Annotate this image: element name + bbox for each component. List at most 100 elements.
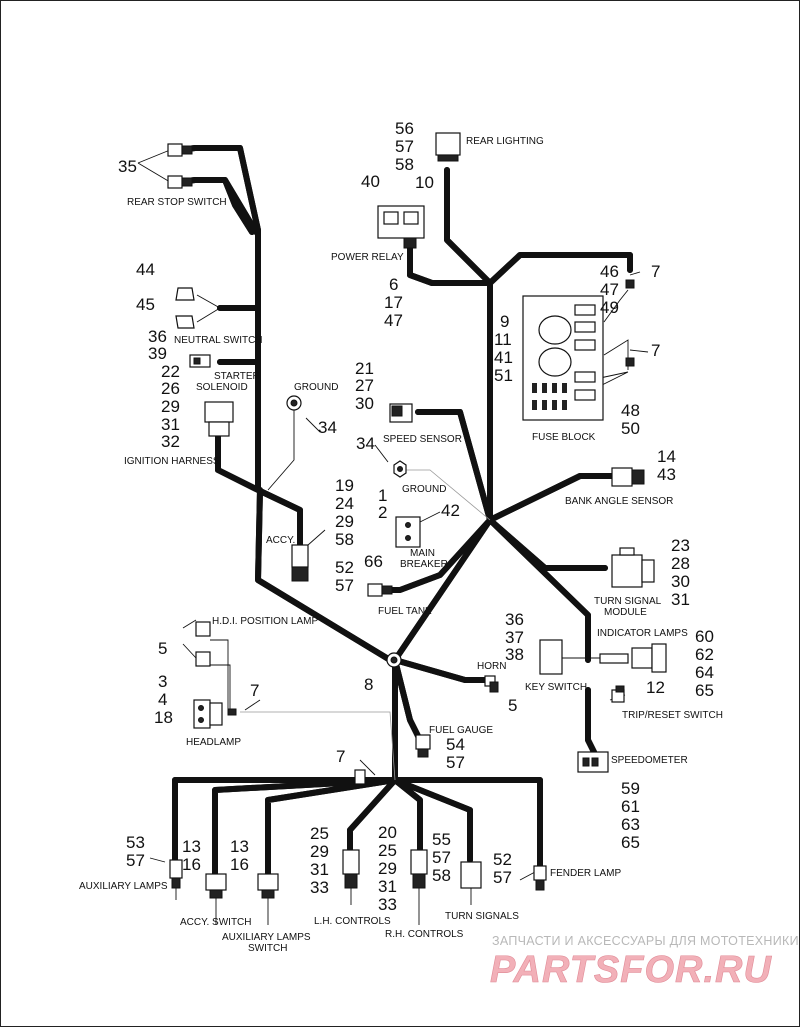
callout-rh-controls-2: 29 <box>378 859 397 878</box>
label-headlamp: HEADLAMP <box>186 737 241 748</box>
label-auxiliary-lamps: AUXILIARY LAMPS <box>79 881 168 892</box>
label-accy-switch: ACCY. SWITCH <box>180 917 252 928</box>
headlamp-connector <box>193 699 223 729</box>
callout-fuse-block-left-2: 41 <box>494 348 513 367</box>
callout-hdi-position-lamp-0: 5 <box>158 639 167 658</box>
callout-fuse-block-left-1: 11 <box>494 330 512 349</box>
callout-power-relay-bottom-1: 17 <box>384 293 403 312</box>
callout-fuel-tank-1: 57 <box>335 576 354 595</box>
lower-clip <box>354 769 366 785</box>
bank-angle-sensor-connector <box>611 467 645 487</box>
label-speedometer: SPEEDOMETER <box>611 755 688 766</box>
turn-signal-module <box>611 547 655 588</box>
callout-turn-signals-1: 57 <box>432 848 451 867</box>
label-fuel-gauge: FUEL GAUGE <box>429 725 493 736</box>
callout-trip-reset-switch-0: 12 <box>646 678 665 697</box>
callout-rear-lighting-2: 58 <box>395 155 414 174</box>
callout-turn-signals-0: 55 <box>432 830 451 849</box>
callout-fender-lamp-0: 52 <box>493 850 512 869</box>
callout-ignition-harness-4: 32 <box>161 432 180 451</box>
callout-accy-1: 24 <box>335 494 354 513</box>
callout-fuse-block-clip-top-0: 7 <box>651 262 660 281</box>
starter-solenoid-connector <box>189 354 211 368</box>
callout-lh-controls-0: 25 <box>310 824 329 843</box>
callout-ignition-harness-0: 22 <box>161 362 180 381</box>
callout-speedometer-1: 61 <box>621 797 640 816</box>
callout-rear-lighting-0: 56 <box>395 119 414 138</box>
turn-signals-connector <box>460 861 482 889</box>
callout-rh-controls-0: 20 <box>378 823 397 842</box>
callout-fuse-block-left-0: 9 <box>500 312 509 331</box>
callout-lh-controls-3: 33 <box>310 878 329 897</box>
callout-fuel-tank-0: 52 <box>335 558 354 577</box>
label-solenoid: SOLENOID <box>196 382 248 393</box>
callout-speedometer-3: 65 <box>621 833 640 852</box>
callout-auxiliary-lamps-0: 53 <box>126 833 145 852</box>
label-lh-controls: L.H. CONTROLS <box>314 916 391 927</box>
callout-headlamp-clip-0: 7 <box>250 681 259 700</box>
callout-key-switch-2: 38 <box>505 645 524 664</box>
watermark-line1: ЗАПЧАСТИ И АКСЕССУАРЫ ДЛЯ МОТОТЕХНИКИ <box>492 934 799 948</box>
callout-ignition-harness-3: 31 <box>161 415 180 434</box>
label-ignition-harness: IGNITION HARNESS <box>124 456 220 467</box>
callout-junction-0: 8 <box>364 675 373 694</box>
hdi-position-lamp-connectors <box>195 621 211 667</box>
indicator-lamps-connector <box>599 643 667 673</box>
callout-fuse-block-bottom-1: 50 <box>621 419 640 438</box>
auxiliary-lamps-connector <box>169 859 183 889</box>
callout-fuse-block-top-0: 46 <box>600 262 619 281</box>
callout-accy-2: 29 <box>335 512 354 531</box>
callout-auxiliary-lamps-switch-0: 13 <box>230 837 249 856</box>
rh-controls-connector <box>410 849 428 889</box>
label-turn-signal: TURN SIGNAL <box>594 596 662 607</box>
component-stems <box>175 888 472 925</box>
callout-rh-controls-4: 33 <box>378 895 397 914</box>
label-ground-top: GROUND <box>294 382 338 393</box>
callout-accy-switch-0: 13 <box>182 837 201 856</box>
callout-speed-sensor-2: 30 <box>355 394 374 413</box>
callout-power-relay-right-0: 10 <box>415 173 434 192</box>
ground-top-terminal <box>286 395 302 411</box>
callout-lower-clip-0: 7 <box>336 747 345 766</box>
callout-fuse-block-clip-mid-0: 7 <box>651 341 660 360</box>
callout-rh-controls-3: 31 <box>378 877 397 896</box>
label-rear-stop-switch: REAR STOP SWITCH <box>127 197 227 208</box>
label-module: MODULE <box>604 607 647 618</box>
callout-turn-signal-module-0: 23 <box>671 536 690 555</box>
callout-main-breaker-right-0: 42 <box>441 501 460 520</box>
label-key-switch: KEY SWITCH <box>525 682 587 693</box>
callout-numbers: 35 56 57 58 40 10 6 17 47 44 45 36 39 22… <box>118 119 714 914</box>
component-labels: REAR STOP SWITCH REAR LIGHTING POWER REL… <box>79 136 723 954</box>
label-auxiliary-lamps-switch-2: SWITCH <box>248 943 287 954</box>
callout-ignition-harness-1: 26 <box>161 379 180 398</box>
ground-mid-terminal <box>393 460 407 478</box>
trip-reset-switch <box>611 685 625 703</box>
callout-fuse-block-bottom-0: 48 <box>621 401 640 420</box>
callout-main-breaker-bottom-0: 66 <box>364 552 383 571</box>
label-main: MAIN <box>410 548 435 559</box>
label-bank-angle-sensor: BANK ANGLE SENSOR <box>565 496 673 507</box>
callout-fuse-block-left-3: 51 <box>494 366 513 385</box>
junction-grommet <box>386 652 402 668</box>
label-rh-controls: R.H. CONTROLS <box>385 929 464 940</box>
callout-auxiliary-lamps-switch-1: 16 <box>230 855 249 874</box>
key-switch <box>539 639 563 675</box>
callout-neutral-switch-bottom-0: 45 <box>136 295 155 314</box>
callout-bank-angle-sensor-1: 43 <box>657 465 676 484</box>
callout-power-relay-bottom-2: 47 <box>384 311 403 330</box>
watermark-logo: PARTSFOR.RU <box>490 949 772 991</box>
callout-indicator-lamps-2: 64 <box>695 663 714 682</box>
main-breaker <box>395 516 421 548</box>
headlamp-clip <box>227 708 237 716</box>
accy-switch-connector <box>205 873 227 899</box>
callout-main-breaker-left-0: 1 <box>378 486 387 505</box>
fender-lamp-connector <box>533 865 547 891</box>
callout-headlamp-2: 18 <box>154 708 173 727</box>
fuel-tank-connector <box>367 583 393 597</box>
leader-lines <box>137 149 649 881</box>
callout-speed-sensor-0: 21 <box>355 359 374 378</box>
horn-connector <box>484 675 499 693</box>
callout-lh-controls-1: 29 <box>310 842 329 861</box>
callout-power-relay-bottom-0: 6 <box>389 275 398 294</box>
